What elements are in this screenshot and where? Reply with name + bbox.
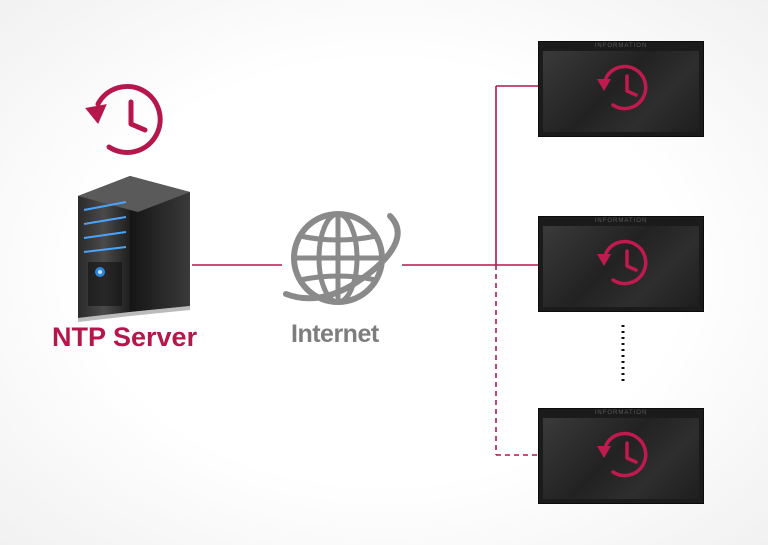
clock-sync-icon [85, 83, 163, 155]
internet-label: Internet [291, 320, 379, 348]
clock-sync-icon [597, 239, 648, 286]
ntp-server-label: NTP Server [52, 322, 198, 352]
display-header: INFORMATION [594, 218, 648, 224]
globe-icon [283, 211, 401, 305]
display-header: INFORMATION [594, 410, 648, 416]
clock-sync-icon [597, 431, 648, 478]
signage-display-2: INFORMATION [538, 216, 704, 312]
clock-sync-icon [597, 64, 648, 111]
signage-display-3: INFORMATION [538, 408, 704, 504]
signage-display-1: INFORMATION [538, 41, 704, 137]
display-header: INFORMATION [594, 43, 648, 49]
display-screen [543, 51, 699, 132]
display-screen [543, 226, 699, 307]
server-tower-icon [78, 176, 190, 322]
display-screen [543, 418, 699, 499]
